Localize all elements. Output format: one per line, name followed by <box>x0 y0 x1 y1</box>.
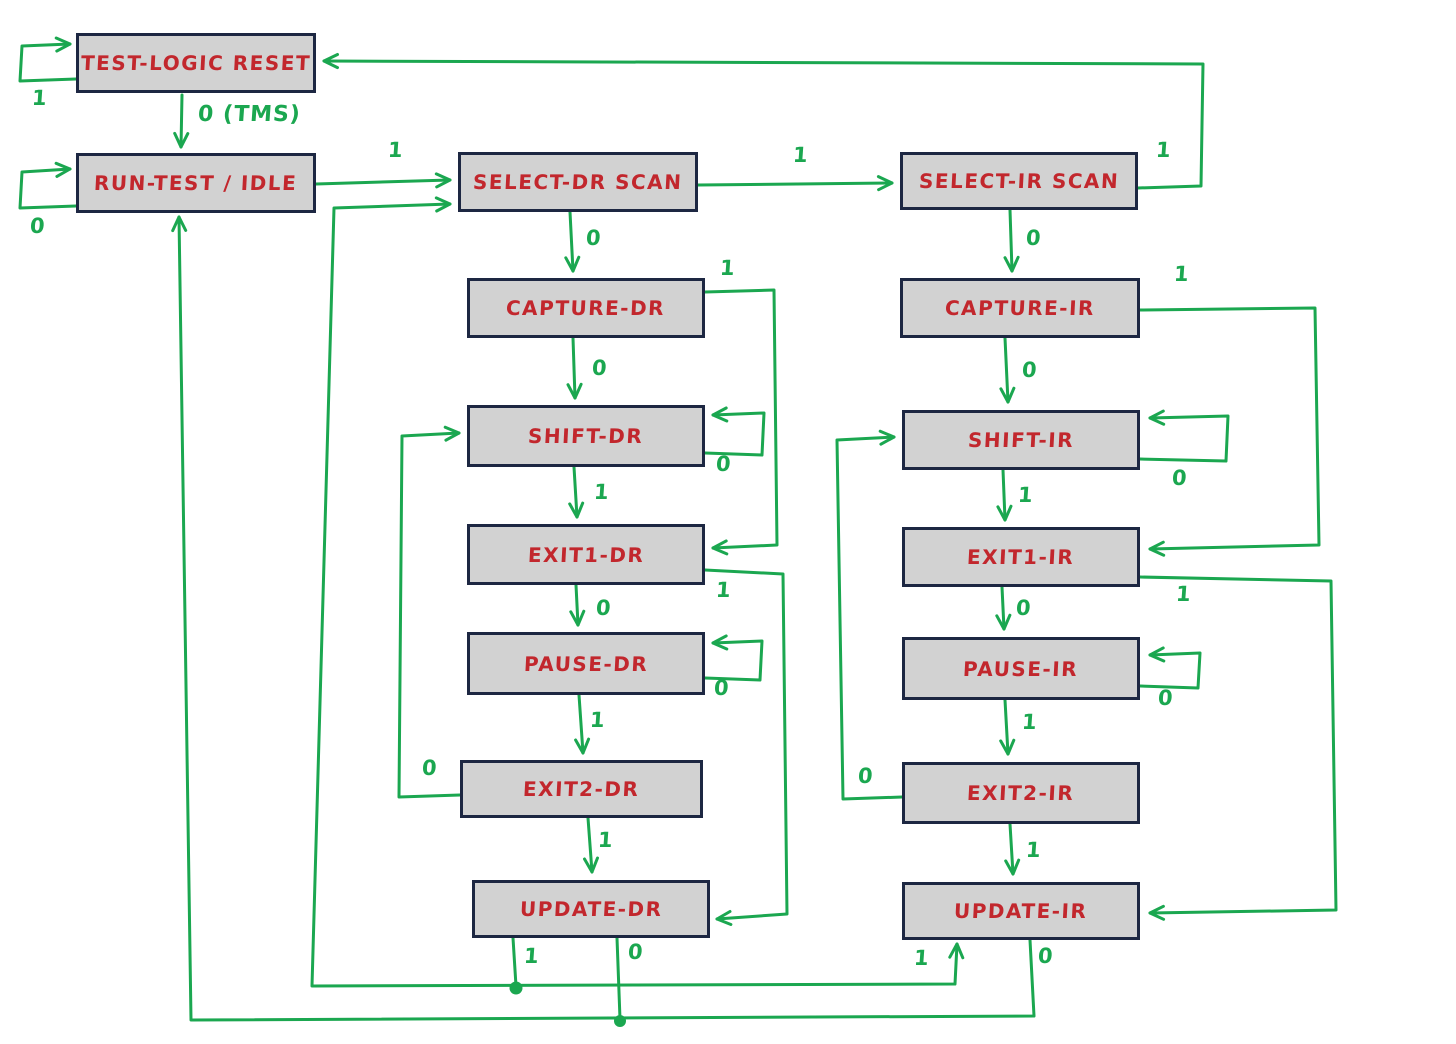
edge-label-shdr-self: 0 <box>715 452 733 476</box>
edge-label-tlr-rti: 0 (TMS) <box>197 102 302 127</box>
edge-label-e1dr-udr: 1 <box>715 578 733 602</box>
state-exit2-dr: EXIT2-DR <box>460 760 703 818</box>
state-select-ir-scan: SELECT-IR SCAN <box>900 152 1138 210</box>
state-shift-ir: SHIFT-IR <box>902 410 1140 470</box>
edge-label-pir-self: 0 <box>1157 686 1175 710</box>
state-capture-dr: CAPTURE-DR <box>467 278 705 338</box>
edge-label-cir-shir: 0 <box>1021 358 1039 382</box>
edge-label-pir-e2ir: 1 <box>1021 710 1039 734</box>
state-label: PAUSE-DR <box>523 651 649 676</box>
edge-label-e1ir-uir: 1 <box>1175 582 1193 606</box>
state-label: PAUSE-IR <box>962 656 1080 681</box>
state-select-dr-scan: SELECT-DR SCAN <box>458 152 698 212</box>
edge-label-shir-self: 0 <box>1171 466 1189 490</box>
state-label: UPDATE-IR <box>953 899 1089 923</box>
state-label: CAPTURE-IR <box>944 296 1096 320</box>
edge-label-tlr-self: 1 <box>31 86 49 110</box>
state-pause-ir: PAUSE-IR <box>902 637 1140 700</box>
edge-e2dr-udr-arrow <box>583 816 599 874</box>
edge-sir-tlr-arrow <box>322 53 1205 190</box>
state-run-test-idle: RUN-TEST / IDLE <box>76 153 316 213</box>
edge-label-udr-rti: 0 <box>627 940 645 964</box>
state-label: SHIFT-DR <box>527 424 645 448</box>
edge-label-udr-sdr: 1 <box>523 944 541 968</box>
state-label: CAPTURE-DR <box>505 296 667 320</box>
state-label: UPDATE-DR <box>519 897 663 921</box>
state-label: EXIT2-DR <box>522 777 641 801</box>
edge-label-shdr-e1dr: 1 <box>593 480 611 504</box>
edge-sir-cir-arrow <box>1003 208 1020 273</box>
edge-e2ir-uir-arrow <box>1004 822 1021 876</box>
edge-label-uir-rti: 0 <box>1037 944 1055 968</box>
state-exit2-ir: EXIT2-IR <box>902 762 1140 824</box>
edge-shdr-self-arrow <box>703 406 766 457</box>
edge-cir-shir-arrow <box>999 336 1016 404</box>
edge-udr-sdr-stub-arrow <box>511 936 518 988</box>
edge-sdr-sir-arrow <box>696 175 894 192</box>
state-pause-dr: PAUSE-DR <box>467 632 705 695</box>
edge-cir-e1ir-arrow <box>1138 306 1321 557</box>
state-label: TEST-LOGIC RESET <box>80 51 312 75</box>
edge-label-shir-e1ir: 1 <box>1017 483 1035 507</box>
edge-label-pdr-e2dr: 1 <box>589 708 607 732</box>
edge-rti-sdr-arrow <box>314 172 452 189</box>
edge-label-rti-sdr: 1 <box>387 138 405 162</box>
edge-e1dr-udr-arrow <box>703 568 789 926</box>
edge-tlr-self-arrow <box>18 36 78 83</box>
state-label: SHIFT-IR <box>967 428 1075 452</box>
edge-rti-self-arrow <box>18 161 78 210</box>
edge-shir-self-arrow <box>1138 409 1230 463</box>
edge-label-e1ir-pir: 0 <box>1015 596 1033 620</box>
junction-dot <box>614 1015 626 1027</box>
edge-e1dr-pdr-arrow <box>569 583 586 627</box>
state-exit1-dr: EXIT1-DR <box>467 524 705 585</box>
edge-pir-e2ir-arrow <box>999 698 1016 756</box>
edge-pdr-e2dr-arrow <box>574 693 591 755</box>
edge-uir-sdr-bus-arrow <box>310 196 965 988</box>
edge-cdr-e1dr-arrow <box>703 288 779 556</box>
state-label: EXIT1-IR <box>966 545 1076 569</box>
junction-dot <box>509 981 523 995</box>
edge-tlr-rti-arrow <box>173 93 190 149</box>
edge-label-sir-tlr: 1 <box>1155 138 1173 162</box>
edge-label-pdr-self: 0 <box>713 676 731 700</box>
edge-label-e2dr-shdr: 0 <box>421 756 439 780</box>
edge-cdr-shdr-arrow <box>566 336 583 400</box>
edge-uir-rti-bus-arrow <box>171 215 1036 1022</box>
edge-pir-self-arrow <box>1138 646 1202 690</box>
edge-label-e2dr-udr: 1 <box>597 828 615 852</box>
state-label: RUN-TEST / IDLE <box>93 171 299 195</box>
edge-label-uir-sdr: 1 <box>913 946 931 970</box>
edge-e1ir-pir-arrow <box>995 585 1012 631</box>
state-label: EXIT1-DR <box>527 542 645 567</box>
edge-label-cdr-e1dr: 1 <box>719 256 737 280</box>
edge-e2dr-shdr-arrow <box>397 425 462 799</box>
edge-udr-rti-stub-arrow <box>615 936 622 1021</box>
state-exit1-ir: EXIT1-IR <box>902 527 1140 587</box>
state-capture-ir: CAPTURE-IR <box>900 278 1140 338</box>
state-test-logic-reset: TEST-LOGIC RESET <box>76 33 316 93</box>
edge-label-cdr-shdr: 0 <box>591 356 609 380</box>
state-label: SELECT-DR SCAN <box>472 170 684 194</box>
edge-label-sdr-cdr: 0 <box>585 226 603 250</box>
state-label: EXIT2-IR <box>966 781 1076 805</box>
edge-label-rti-self: 0 <box>29 214 47 238</box>
edge-label-e2ir-uir: 1 <box>1025 838 1043 862</box>
edge-label-e2ir-shir: 0 <box>857 764 875 788</box>
edge-label-sdr-sir: 1 <box>792 143 810 167</box>
edge-label-e1dr-pdr: 0 <box>595 596 613 620</box>
state-update-ir: UPDATE-IR <box>902 882 1140 940</box>
state-shift-dr: SHIFT-DR <box>467 405 705 467</box>
state-label: SELECT-IR SCAN <box>918 169 1120 193</box>
edge-label-sir-cir: 0 <box>1025 226 1043 250</box>
edge-shir-e1ir-arrow <box>996 468 1013 522</box>
edge-e1ir-uir-arrow <box>1138 575 1338 921</box>
edge-label-cir-e1ir: 1 <box>1173 262 1191 286</box>
edge-sdr-cdr-arrow <box>564 210 581 273</box>
edge-pdr-self-arrow <box>703 634 764 682</box>
edge-e2ir-shir-arrow <box>835 429 904 801</box>
edge-shdr-e1dr-arrow <box>568 465 585 519</box>
state-update-dr: UPDATE-DR <box>472 880 710 938</box>
